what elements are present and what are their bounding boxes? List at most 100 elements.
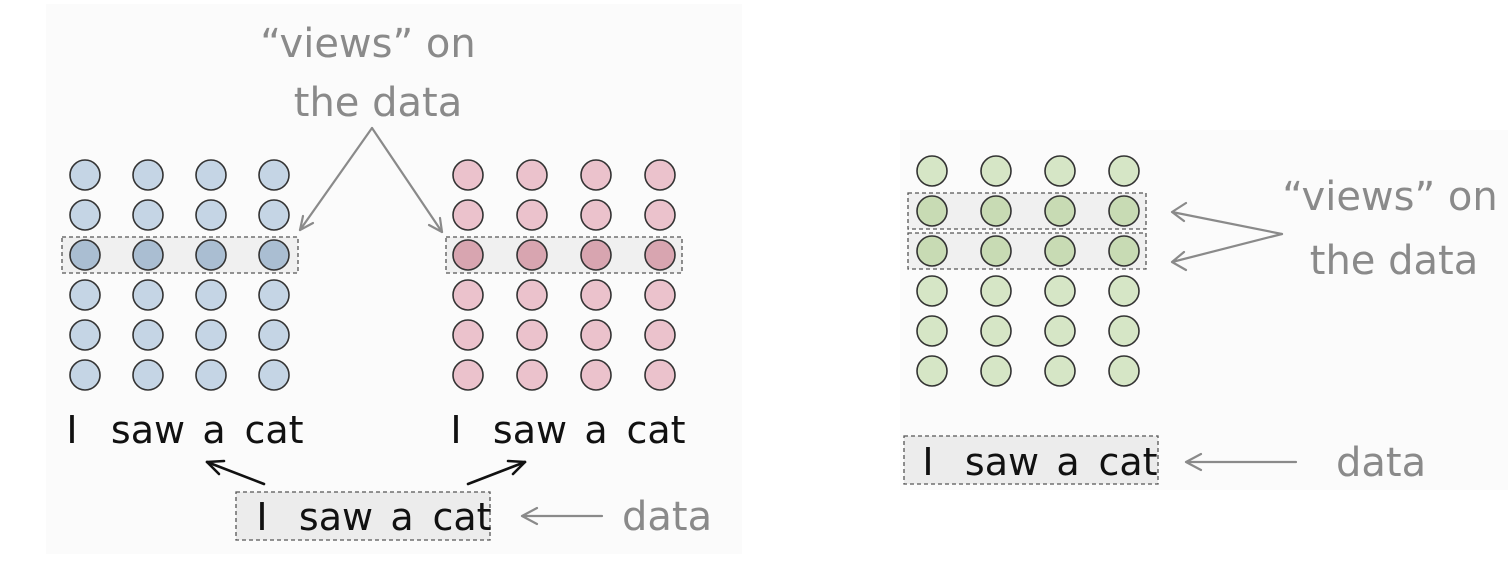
blue-unit-circle: [258, 319, 290, 351]
blue-unit-circle: [258, 199, 290, 231]
blue-unit-circle: [132, 319, 164, 351]
right-sentence: I saw a cat: [450, 408, 685, 452]
left-sentence-word: saw: [111, 408, 185, 452]
pink-unit-circle: [452, 319, 484, 351]
pink-embedding-grid: [452, 159, 676, 391]
data-to-left-sentence-arrow: [205, 460, 266, 486]
pink-unit-circle: [644, 199, 676, 231]
pink-unit-circle: [580, 239, 612, 271]
blue-unit-circle: [258, 359, 290, 391]
pink-unit-circle: [580, 199, 612, 231]
blue-unit-circle: [132, 279, 164, 311]
pink-unit-circle: [580, 159, 612, 191]
left-data-box: [235, 491, 491, 541]
green-unit-circle: [1108, 355, 1140, 387]
left-sentence: I saw a cat: [66, 408, 303, 452]
green-unit-circle: [980, 355, 1012, 387]
left-sentence-word: cat: [244, 408, 303, 452]
green-unit-circle: [1044, 235, 1076, 267]
right-data-box: [903, 435, 1159, 485]
left-data-word: cat: [432, 495, 491, 539]
green-unit-circle: [980, 155, 1012, 187]
left-views-annotation-line2: the data: [294, 80, 462, 126]
pink-unit-circle: [452, 159, 484, 191]
right-views-annotation-line2: the data: [1310, 238, 1478, 284]
green-unit-circle: [916, 195, 948, 227]
green-unit-circle: [1044, 195, 1076, 227]
pink-unit-circle: [452, 359, 484, 391]
blue-unit-circle: [132, 239, 164, 271]
right-data-word: saw: [965, 440, 1039, 484]
pink-unit-circle: [516, 239, 548, 271]
left-sentence-word: a: [202, 408, 225, 452]
green-unit-circle: [1044, 155, 1076, 187]
pink-unit-circle: [516, 199, 548, 231]
left-panel: “views” on the data I saw a cat I saw a …: [61, 21, 712, 541]
right-sentence-word: a: [584, 408, 607, 452]
left-views-annotation-line1: “views” on: [260, 21, 476, 67]
right-data-label: data: [1336, 440, 1426, 486]
pink-unit-circle: [644, 279, 676, 311]
pink-unit-circle: [580, 359, 612, 391]
right-views-arrow-2: [1170, 232, 1284, 272]
views-arrowhead-pink: [427, 216, 444, 234]
views-arrowhead-blue: [298, 214, 315, 232]
pink-unit-circle: [644, 159, 676, 191]
blue-unit-circle: [69, 359, 101, 391]
green-unit-circle: [1108, 275, 1140, 307]
right-views-arrow-1: [1170, 201, 1284, 236]
pink-unit-circle: [516, 359, 548, 391]
blue-unit-circle: [258, 279, 290, 311]
blue-unit-circle: [69, 279, 101, 311]
left-data-arrow: [520, 506, 604, 526]
right-data-word: cat: [1098, 440, 1157, 484]
pink-unit-circle: [516, 319, 548, 351]
views-arrow-to-blue: [298, 126, 374, 232]
blue-unit-circle: [69, 199, 101, 231]
pink-unit-circle: [644, 319, 676, 351]
pink-unit-circle: [452, 199, 484, 231]
green-unit-circle: [980, 235, 1012, 267]
pink-unit-circle: [644, 239, 676, 271]
blue-unit-circle: [69, 319, 101, 351]
data-to-right-sentence-arrowhead: [506, 459, 527, 476]
right-views-annotation-line1: “views” on: [1282, 174, 1498, 220]
pink-unit-circle: [644, 359, 676, 391]
blue-unit-circle: [132, 199, 164, 231]
right-sentence-word: cat: [626, 408, 685, 452]
green-unit-circle: [916, 235, 948, 267]
green-embedding-grid: [916, 155, 1140, 387]
blue-unit-circle: [132, 359, 164, 391]
views-arrow-to-pink: [370, 126, 444, 234]
right-panel-background: [900, 130, 1508, 490]
blue-unit-circle: [195, 159, 227, 191]
pink-unit-circle: [452, 239, 484, 271]
pink-view-band: [445, 236, 683, 274]
green-unit-circle: [916, 315, 948, 347]
left-data-label: data: [622, 494, 712, 540]
green-unit-circle: [980, 195, 1012, 227]
green-unit-circle: [1108, 155, 1140, 187]
blue-unit-circle: [69, 159, 101, 191]
green-unit-circle: [1108, 315, 1140, 347]
green-unit-circle: [980, 275, 1012, 307]
green-unit-circle: [1044, 275, 1076, 307]
blue-unit-circle: [195, 239, 227, 271]
blue-unit-circle: [195, 359, 227, 391]
right-data-word: a: [1056, 440, 1079, 484]
data-to-left-sentence-arrowhead: [205, 459, 226, 476]
right-sentence-word: I: [450, 408, 461, 452]
data-to-right-sentence-arrow: [466, 460, 527, 486]
pink-unit-circle: [580, 319, 612, 351]
pink-unit-circle: [516, 279, 548, 311]
left-sentence-word: I: [66, 408, 77, 452]
green-unit-circle: [916, 275, 948, 307]
right-data-arrow: [1184, 452, 1298, 472]
blue-unit-circle: [195, 319, 227, 351]
green-unit-circle: [1044, 315, 1076, 347]
pink-unit-circle: [516, 159, 548, 191]
green-unit-circle: [916, 155, 948, 187]
blue-unit-circle: [195, 279, 227, 311]
right-data-word: I: [922, 440, 933, 484]
